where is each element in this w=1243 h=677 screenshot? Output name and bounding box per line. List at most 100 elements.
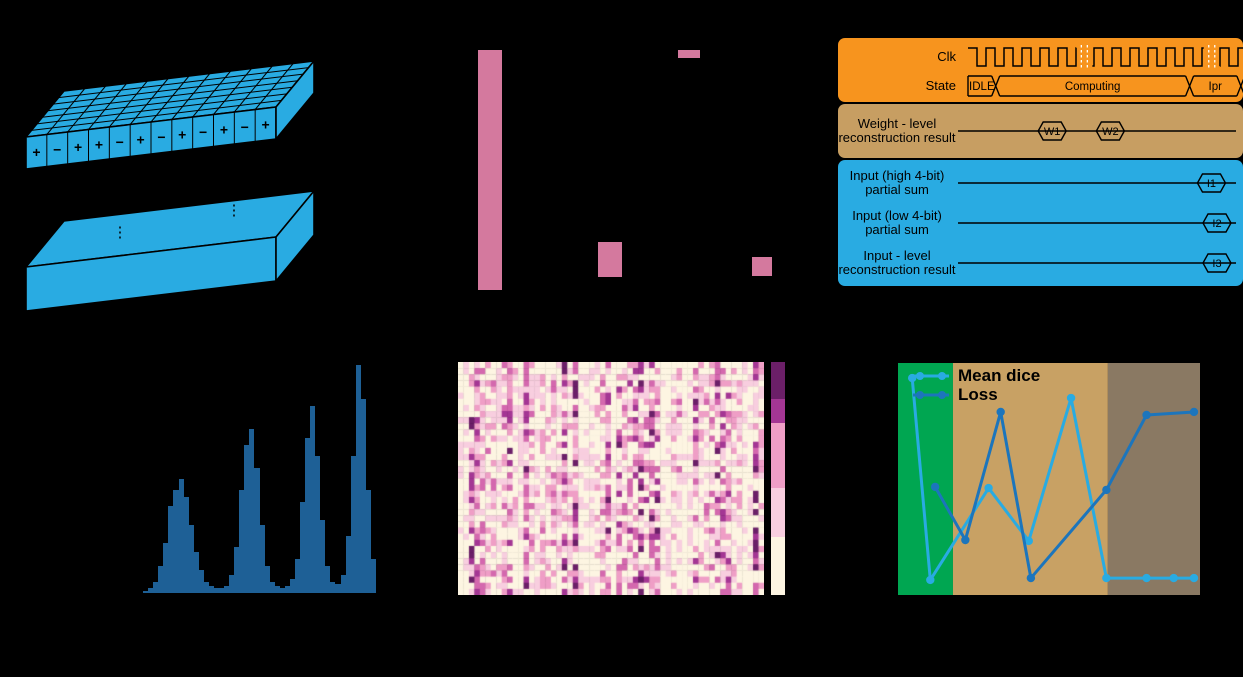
histogram-bin: [183, 497, 189, 593]
signal-row: Input (low 4-bit) partial sum I2: [838, 203, 1239, 243]
cell-polarity-symbol: +: [74, 139, 82, 155]
histogram-chart: [138, 365, 376, 593]
histogram-bin: [325, 565, 331, 593]
cell-polarity-symbol: +: [220, 121, 228, 137]
histogram-bin: [269, 581, 275, 593]
histogram-bin: [284, 586, 290, 593]
bar-segment: [478, 49, 503, 290]
crossbar-3d-diagram: +−++−+−+−+−+⋮⋮: [8, 25, 322, 325]
mean-dice-line-marker-icon: [913, 371, 949, 380]
line-bus-waveform: I1: [958, 173, 1236, 193]
ellipsis-dots: ⋮: [227, 202, 242, 219]
ellipsis-dots: ⋮: [113, 224, 128, 241]
bus-state-text: Ipr: [1209, 81, 1223, 93]
bar-segment: [598, 241, 623, 277]
training-curves-svg: [898, 363, 1200, 595]
pink-bar-chart: [455, 40, 805, 295]
histogram-bin: [224, 586, 230, 593]
histogram-bin: [345, 536, 351, 593]
histogram-bin: [340, 574, 346, 593]
heatmap-chart: [458, 362, 764, 595]
cell-polarity-symbol: +: [95, 136, 103, 152]
cell-polarity-symbol: −: [116, 134, 124, 150]
bus-value-text: I2: [1212, 218, 1221, 230]
histogram-bin: [294, 558, 300, 593]
cell-polarity-symbol: −: [199, 124, 207, 140]
signal-row: Weight - level reconstruction result W1 W2: [838, 107, 1239, 155]
signal-label: Input - level reconstruction result: [838, 248, 956, 277]
bus-value-text: W2: [1102, 126, 1119, 138]
chart-legend: Mean dice Loss: [910, 366, 1040, 404]
histogram-bin: [148, 588, 154, 593]
signal-row: Input - level reconstruction result I3: [838, 243, 1239, 283]
histogram-bin: [264, 565, 270, 593]
histogram-bin: [249, 428, 255, 593]
histogram-bin: [274, 586, 280, 593]
legend-label-loss: Loss: [958, 384, 998, 404]
colorbar-segment: [771, 362, 785, 400]
histogram-bin: [188, 524, 194, 593]
histogram-bin: [360, 399, 366, 593]
loss-line-marker-icon: [913, 390, 949, 399]
histogram-bin: [163, 542, 169, 593]
histogram-bin: [153, 581, 159, 593]
histogram-bin: [350, 456, 356, 593]
cell-polarity-symbol: −: [241, 119, 249, 135]
histogram-bin: [259, 524, 265, 593]
histogram-bin: [229, 574, 235, 593]
signal-label: Clk: [937, 49, 956, 65]
histogram-bin: [203, 581, 209, 593]
histogram-bin: [178, 479, 184, 593]
histogram-bin: [198, 570, 204, 593]
signal-label: Input (low 4-bit) partial sum: [852, 208, 942, 237]
signal-label: State: [925, 78, 956, 94]
line-bus-waveform: W1 W2: [958, 121, 1236, 141]
histogram-bin: [254, 467, 260, 593]
colorbar-segment: [771, 399, 785, 423]
heatmap-canvas: [458, 362, 764, 595]
histogram-bin: [143, 590, 149, 593]
histogram-bin: [305, 437, 311, 593]
histogram-bin: [335, 583, 341, 593]
histogram-bin: [330, 581, 336, 593]
signal-row: Clk: [838, 41, 1243, 73]
histogram-bin: [168, 506, 174, 593]
bus-value-text: W1: [1044, 126, 1061, 138]
histogram-bin: [300, 501, 306, 593]
histogram-bin: [370, 558, 376, 593]
training-curves-chart: Mean dice Loss: [898, 363, 1200, 595]
histogram-bin: [173, 490, 179, 593]
timing-band-1: Weight - level reconstruction result W1 W2: [838, 104, 1243, 158]
signal-label: Weight - level reconstruction result: [838, 116, 956, 145]
histogram-bin: [193, 551, 199, 593]
heatmap-colorbar: [771, 362, 785, 595]
histogram-bin: [365, 490, 371, 593]
histogram-bin: [158, 565, 164, 593]
histogram-bin: [234, 547, 240, 593]
colorbar-segment: [771, 422, 785, 488]
histogram-bin: [320, 520, 326, 593]
clock-waveform: [968, 45, 1243, 69]
cell-polarity-symbol: +: [178, 126, 186, 142]
bus-state-text: IDLE: [969, 81, 995, 93]
histogram-bin: [244, 444, 250, 593]
histogram-bin: [279, 588, 285, 593]
histogram-bin: [355, 365, 361, 593]
histogram-bin: [219, 588, 225, 593]
cell-polarity-symbol: +: [32, 144, 40, 160]
bar-segment: [677, 49, 700, 59]
bus-value-text: I1: [1207, 178, 1216, 190]
histogram-bin: [239, 490, 245, 593]
legend-label-mean-dice: Mean dice: [958, 365, 1041, 385]
background-band: [952, 363, 1108, 595]
bus-value-text: I3: [1212, 258, 1221, 270]
colorbar-segment: [771, 487, 785, 537]
cell-polarity-symbol: −: [53, 141, 61, 157]
cell-polarity-symbol: +: [261, 116, 269, 132]
